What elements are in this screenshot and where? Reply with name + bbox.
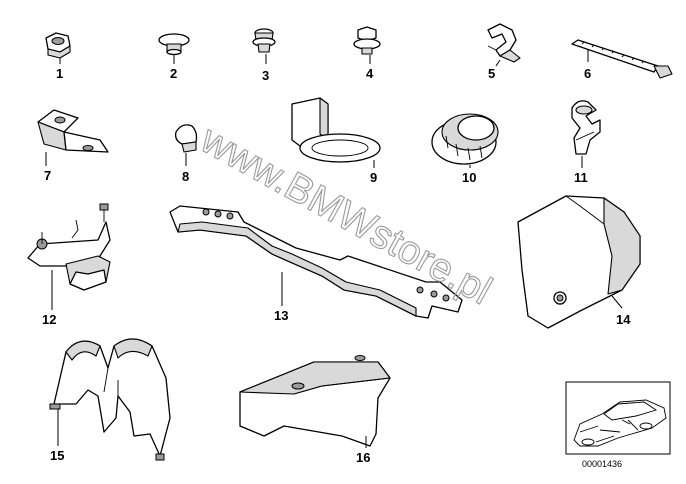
part-3-grommet-plug[interactable] [252,28,276,64]
part-6-cable-tie[interactable] [571,39,673,79]
part-label-11: 11 [574,170,588,185]
part-9-ring-holder[interactable] [291,97,381,168]
part-16-cover-box[interactable] [239,355,391,449]
part-11-double-clip[interactable] [571,100,601,168]
part-5-clip[interactable] [487,23,521,67]
part-label-10: 10 [462,170,476,185]
part-12-mounting-bracket[interactable] [27,203,111,310]
part-label-8: 8 [182,169,189,184]
part-13-rail[interactable] [169,205,463,319]
part-7-bracket[interactable] [37,109,109,166]
part-4-flange-nut[interactable] [353,26,381,64]
car-thumbnail [565,381,671,455]
part-label-6: 6 [584,66,591,81]
part-label-9: 9 [370,170,377,185]
part-2-push-rivet[interactable] [158,33,190,64]
part-1-hex-nut[interactable] [45,32,71,64]
part-label-13: 13 [274,308,288,323]
part-label-1: 1 [56,66,63,81]
part-label-12: 12 [42,312,56,327]
part-label-3: 3 [262,68,269,83]
part-8-cap-nut[interactable] [174,124,198,166]
part-label-7: 7 [44,168,51,183]
part-label-16: 16 [356,450,370,465]
part-10-grommet-ring[interactable] [431,113,499,168]
part-label-4: 4 [366,66,374,81]
part-label-14: 14 [616,312,631,327]
part-15-arched-guide[interactable] [49,338,171,461]
part-14-cover[interactable] [517,195,641,329]
diagram-id: 00001436 [582,459,622,469]
part-label-15: 15 [50,448,64,463]
part-label-2: 2 [170,66,177,81]
part-label-5: 5 [488,66,495,81]
